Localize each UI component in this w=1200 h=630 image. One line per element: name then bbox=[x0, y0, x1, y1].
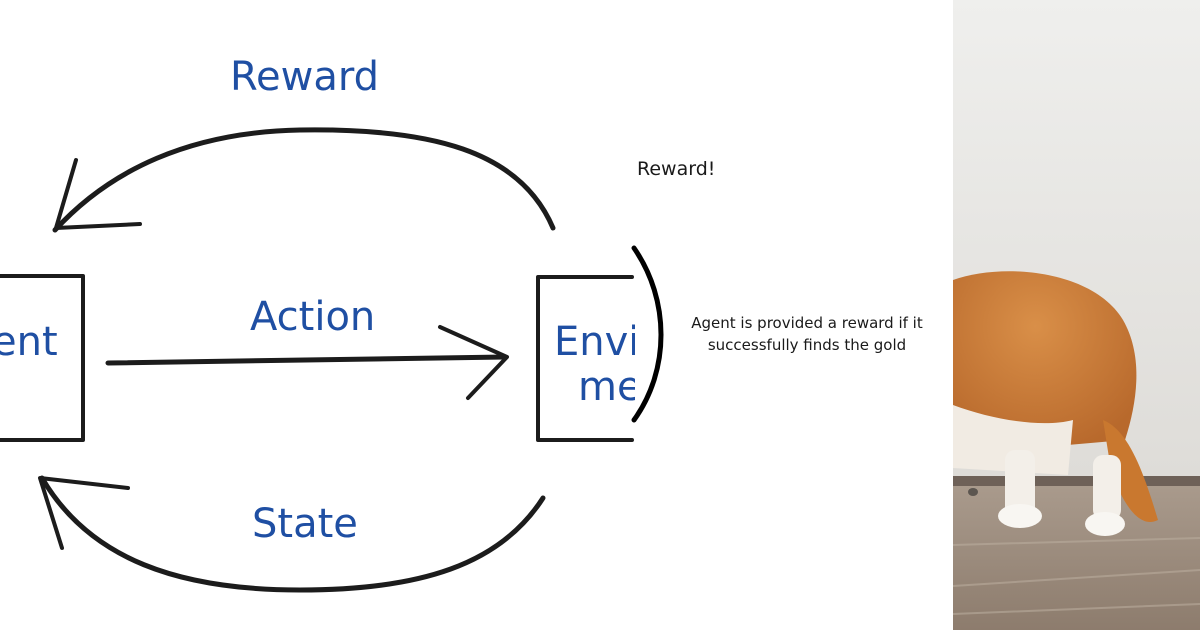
reward-arrowhead bbox=[54, 158, 142, 230]
state-arrow bbox=[39, 475, 546, 593]
agent-box bbox=[0, 274, 85, 442]
corgi-photo bbox=[953, 0, 1200, 630]
action-arrowhead bbox=[438, 325, 509, 400]
environment-box-label-line2: me bbox=[578, 364, 635, 410]
action-arrow bbox=[105, 354, 508, 366]
right-bracket bbox=[631, 245, 664, 423]
diagram-canvas: Reward Action State ent Envi me bbox=[0, 54, 635, 593]
action-label: Action bbox=[250, 294, 375, 340]
reward-note: Reward! bbox=[637, 158, 716, 180]
corgi-body bbox=[953, 271, 1158, 536]
reward-description: Agent is provided a reward if it success… bbox=[691, 314, 923, 354]
state-label: State bbox=[252, 501, 358, 547]
reward-arrow bbox=[52, 127, 556, 233]
environment-box bbox=[536, 275, 634, 442]
agent-box-label: ent bbox=[0, 319, 58, 365]
rl-loop-diagram: Reward Action State ent Envi me bbox=[0, 54, 635, 593]
state-arrowhead bbox=[38, 476, 130, 550]
environment-box-label-line1: Envi bbox=[554, 319, 635, 365]
reward-label: Reward bbox=[230, 54, 379, 100]
